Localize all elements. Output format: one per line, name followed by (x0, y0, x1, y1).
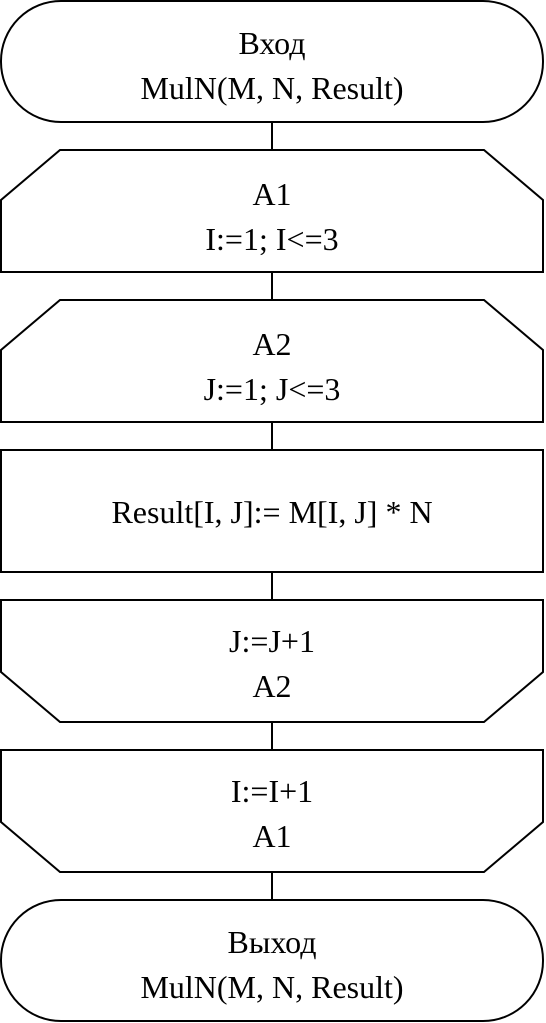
loop-end-a2-increment: J:=J+1 (229, 623, 315, 659)
process-statement: Result[I, J]:= M[I, J] * N (111, 494, 432, 530)
loop-end-a2: J:=J+1 A2 (0, 599, 544, 723)
loop-end-a1-shape (0, 749, 544, 873)
start-terminator-shape (0, 0, 544, 123)
loop-begin-a2-shape (0, 299, 544, 423)
end-signature: MulN(M, N, Result) (140, 969, 403, 1005)
end-terminator-shape (0, 899, 544, 1022)
process-block-shape (0, 449, 544, 573)
end-label: Выход (228, 924, 317, 960)
end-terminator: Выход MulN(M, N, Result) (0, 899, 544, 1022)
process-block: Result[I, J]:= M[I, J] * N (0, 449, 544, 573)
loop-begin-a1-shape (0, 149, 544, 273)
loop-end-a1-name: A1 (252, 818, 291, 854)
start-label: Вход (238, 25, 305, 61)
loop-begin-a2-name: A2 (252, 326, 291, 362)
loop-begin-a1-name: A1 (252, 176, 291, 212)
loop-end-a2-shape (0, 599, 544, 723)
loop-end-a1-increment: I:=I+1 (231, 773, 313, 809)
loop-begin-a1-condition: I:=1; I<=3 (205, 221, 338, 257)
loop-begin-a1: A1 I:=1; I<=3 (0, 149, 544, 273)
loop-begin-a2-condition: J:=1; J<=3 (204, 371, 341, 407)
start-terminator: Вход MulN(M, N, Result) (0, 0, 544, 123)
start-signature: MulN(M, N, Result) (140, 70, 403, 106)
loop-end-a2-name: A2 (252, 668, 291, 704)
loop-end-a1: I:=I+1 A1 (0, 749, 544, 873)
loop-begin-a2: A2 J:=1; J<=3 (0, 299, 544, 423)
